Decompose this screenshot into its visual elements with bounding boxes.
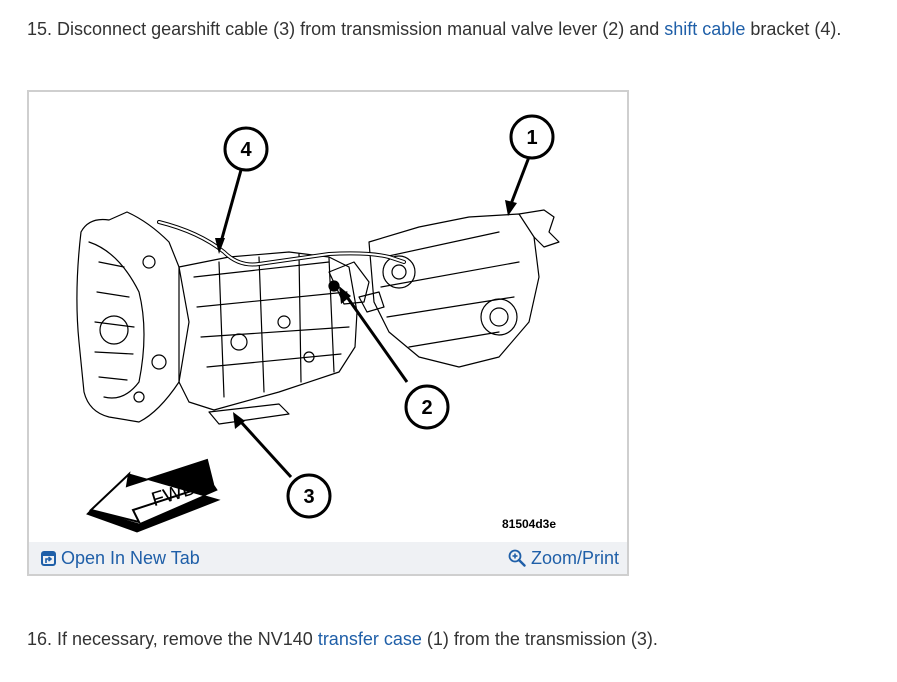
- transmission-body-shape: [178, 251, 358, 411]
- step-15-text: 15. Disconnect gearshift cable (3) from …: [27, 18, 841, 40]
- step-16-text: 16. If necessary, remove the NV140 trans…: [27, 628, 658, 650]
- zoom-print-label: Zoom/Print: [530, 548, 619, 568]
- svg-text:1: 1: [526, 127, 537, 149]
- zoom-print-link[interactable]: Zoom/Print: [508, 548, 619, 568]
- step-16-before: 16. If necessary, remove the NV140: [27, 629, 318, 649]
- figure-code: 81504d3e: [502, 517, 556, 531]
- callout-1: 1: [509, 114, 555, 160]
- magnifier-plus-icon: [508, 549, 526, 567]
- callout-4: 4: [223, 126, 269, 172]
- callout-2: 2: [404, 384, 450, 430]
- step-16-after: (1) from the transmission (3).: [421, 629, 658, 649]
- step-15-before: 15. Disconnect gearshift cable (3) from …: [27, 19, 665, 39]
- figure-toolbar: Open In New Tab Zoom/Print: [29, 542, 627, 574]
- open-in-new-tab-icon: [41, 550, 56, 566]
- transfer-case-link[interactable]: transfer case: [317, 629, 422, 649]
- open-in-new-tab-label: Open In New Tab: [61, 548, 200, 568]
- figure-box: 4 1 2 3 FWD 81504d3e Open: [27, 90, 629, 576]
- svg-text:3: 3: [303, 486, 314, 508]
- svg-text:4: 4: [240, 139, 252, 161]
- svg-text:2: 2: [421, 397, 432, 419]
- fwd-arrow: FWD: [86, 458, 221, 533]
- open-in-new-tab-link[interactable]: Open In New Tab: [41, 548, 200, 568]
- bell-housing-shape: [76, 211, 190, 423]
- transmission-illustration: 4 1 2 3 FWD 81504d3e: [76, 114, 560, 533]
- step-15-after: bracket (4).: [745, 19, 842, 39]
- shift-cable-shape: [157, 220, 406, 267]
- shift-cable-link[interactable]: shift cable: [664, 19, 746, 39]
- transfer-case-shape: [368, 213, 540, 368]
- callout-3: 3: [286, 473, 332, 519]
